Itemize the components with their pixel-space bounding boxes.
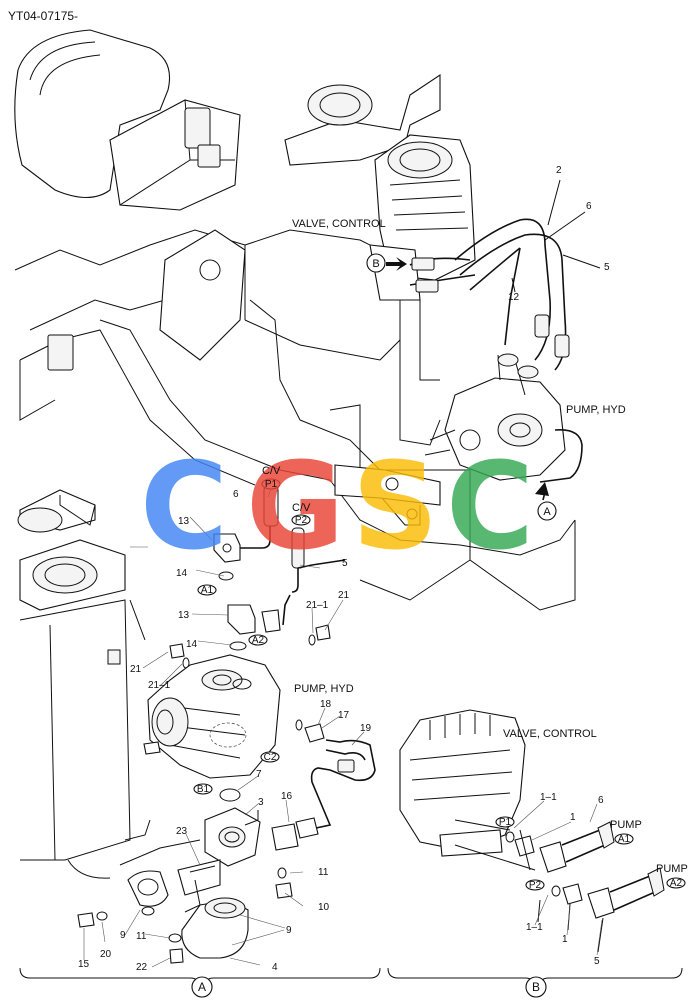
label-pump-a2: PUMP	[656, 863, 688, 875]
callout-4: 4	[272, 962, 278, 973]
callout-1-low: 1	[562, 934, 568, 945]
callout-19: 19	[360, 723, 372, 734]
callout-9-right: 9	[286, 925, 292, 936]
callout-23: 23	[176, 826, 188, 837]
callout-12: 12	[508, 292, 520, 303]
label-pump-a1: PUMP	[610, 819, 642, 831]
tank-frame-drawing	[17, 489, 151, 879]
callout-17: 17	[338, 710, 350, 721]
callout-2: 2	[556, 165, 562, 176]
arrow-b-marker: B	[372, 258, 379, 270]
callout-14-low: 14	[186, 639, 198, 650]
view-b-label: B	[532, 980, 540, 994]
callout-21-1-left: 21–1	[148, 680, 171, 691]
callout-11-right: 11	[318, 867, 329, 878]
label-cv-2: C/V	[292, 502, 311, 514]
callout-9-left: 9	[120, 930, 126, 941]
callout-6-top: 6	[586, 201, 592, 212]
callout-5-detail: 5	[594, 956, 600, 967]
callout-21-left: 21	[130, 664, 142, 675]
callout-1-top: 1	[570, 812, 576, 823]
callout-14-mid: 14	[176, 568, 188, 579]
callout-1-1-low: 1–1	[526, 922, 543, 933]
hyd-pump-top-drawing	[424, 353, 583, 483]
view-brackets	[19, 967, 683, 989]
callout-3: 3	[258, 797, 264, 808]
view-arrows	[366, 253, 557, 521]
callout-6-detail: 6	[598, 795, 604, 806]
control-valve-top-drawing	[284, 73, 476, 446]
hyd-pump-mid-drawing	[143, 654, 281, 802]
callout-6-mid: 6	[233, 489, 239, 500]
callout-22: 22	[136, 962, 148, 973]
callout-15: 15	[78, 959, 90, 970]
port-tag-a2-a: A2	[252, 635, 265, 646]
label-cv-1: C/V	[262, 465, 281, 477]
port-tag-b1: B1	[197, 784, 210, 795]
leader-lines	[83, 485, 603, 968]
callout-7: 7	[256, 769, 262, 780]
port-tag-p2-b: P2	[529, 880, 542, 891]
arrow-a-marker: A	[543, 506, 551, 518]
watermark-letter-2: G	[246, 438, 345, 577]
pipe-assembly-19	[271, 719, 376, 899]
port-tag-p1-a: P1	[265, 479, 278, 490]
callout-11-low: 11	[136, 931, 147, 942]
callout-5-mid: 5	[342, 558, 348, 569]
port-tag-shapes	[191, 478, 686, 998]
check-valve-assembly	[169, 464, 441, 669]
label-valve-control-detail: VALVE, CONTROL	[503, 728, 597, 740]
label-pump-hyd-top: PUMP, HYD	[566, 404, 626, 416]
callout-20: 20	[100, 949, 112, 960]
port-tag-p2-a: P2	[295, 515, 308, 526]
port-tag-p1-b: P1	[499, 817, 512, 828]
port-tag-a1-b: A1	[618, 834, 631, 845]
detail-b-valve-drawing	[399, 709, 665, 953]
callout-18: 18	[320, 699, 332, 710]
ref-code: YT04-07175-	[8, 9, 78, 23]
watermark-letter-3: S	[352, 438, 438, 577]
suction-elbow-assembly	[77, 807, 261, 964]
callout-16: 16	[281, 791, 293, 802]
watermark-letter-1: C	[140, 438, 228, 577]
frame-drawing	[14, 229, 576, 611]
port-tag-a1-a: A1	[201, 585, 214, 596]
hydraulic-hoses-top	[454, 179, 601, 371]
port-tag-a2-b: A2	[670, 878, 683, 889]
callout-13-low: 13	[178, 610, 190, 621]
callout-5-top: 5	[604, 262, 610, 273]
callout-13-mid: 13	[178, 516, 190, 527]
callout-10: 10	[318, 902, 330, 913]
label-valve-control-top: VALVE, CONTROL	[292, 218, 386, 230]
view-a-label: A	[198, 980, 206, 994]
port-tag-c2: C2	[264, 752, 277, 763]
watermark: C G S C	[140, 438, 534, 577]
callout-21-right: 21	[338, 590, 350, 601]
callout-1-1-top: 1–1	[540, 792, 557, 803]
cab-housing-drawing	[14, 29, 241, 211]
label-pump-hyd-mid: PUMP, HYD	[294, 683, 354, 695]
callout-21-1-right: 21–1	[306, 600, 329, 611]
watermark-letter-4: C	[446, 438, 534, 577]
